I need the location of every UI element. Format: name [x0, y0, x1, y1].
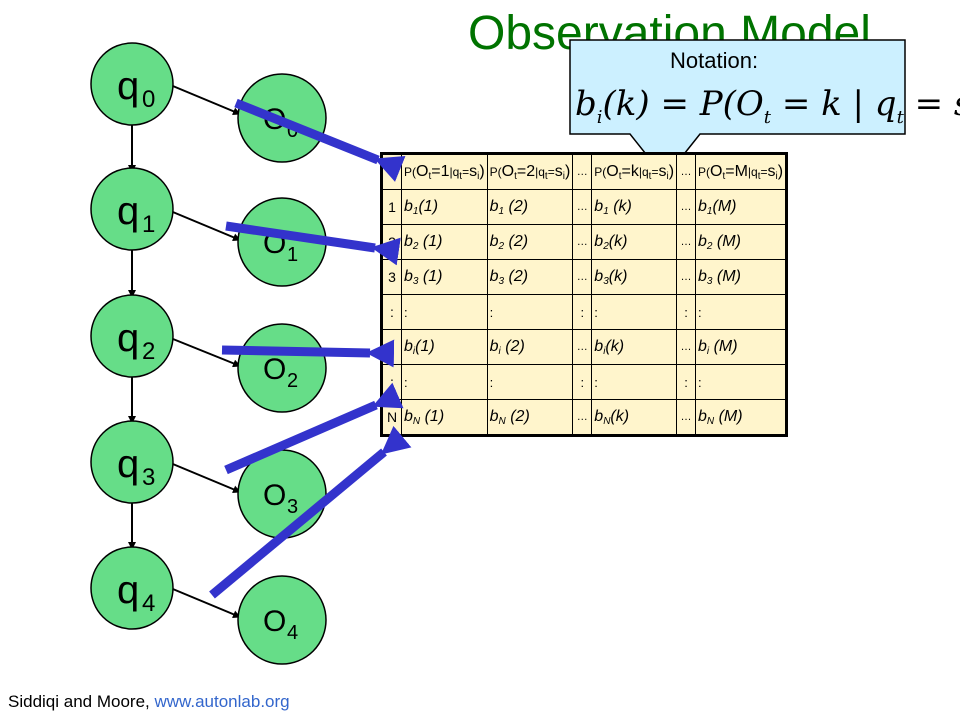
- footer-link[interactable]: www.autonlab.org: [154, 692, 290, 711]
- pointer-arrow-1: [225, 221, 401, 266]
- footer-credit: Siddiqi and Moore, www.autonlab.org: [8, 692, 290, 712]
- svg-text:0: 0: [142, 86, 155, 113]
- svg-text:4: 4: [287, 622, 298, 644]
- observation-node-4: O 4: [237, 575, 327, 665]
- state-nodes: q 0 q 1 q 2 q 3 q 4: [90, 42, 174, 630]
- emission-arrow-0: [167, 83, 241, 115]
- svg-text:4: 4: [142, 590, 155, 617]
- state-node-0: q 0: [90, 42, 174, 126]
- table-row: 2 b2 (1) b2 (2) … b2(k) … b2 (M): [381, 224, 788, 260]
- emission-arrow-1: [167, 209, 241, 241]
- emission-table: i P(Ot=1|qt=si) P(Ot=2|qt=si) … P(Ot=k|q…: [380, 152, 789, 437]
- table-row: : : : : : : :: [381, 294, 788, 330]
- pointer-arrow-4: [209, 425, 412, 599]
- svg-text:2: 2: [142, 338, 155, 365]
- svg-text:q: q: [117, 64, 139, 108]
- header-col-k: P(Ot=k|qt=si): [591, 153, 678, 190]
- svg-text:q: q: [117, 442, 139, 486]
- pointer-arrow-2: [221, 339, 395, 368]
- state-node-2: q 2: [90, 294, 174, 378]
- notation-label: Notation:: [670, 48, 759, 73]
- table-row: 3 b3 (1) b3 (2) … b3(k) … b3 (M): [381, 259, 788, 295]
- state-node-3: q 3: [90, 420, 174, 504]
- svg-text:1: 1: [142, 211, 155, 238]
- emission-arrow-3: [167, 461, 241, 493]
- notation-formula: bi(k) = P(Ot = k | qt = si): [575, 84, 960, 128]
- svg-text:q: q: [117, 568, 139, 612]
- header-col-1: P(Ot=1|qt=si): [401, 153, 488, 190]
- header-col-M: P(Ot=M|qt=si): [695, 153, 788, 190]
- emission-arrows: [167, 83, 241, 618]
- svg-text:O: O: [263, 479, 286, 512]
- svg-text:0: 0: [287, 120, 298, 142]
- observation-node-2: O 2: [237, 323, 327, 413]
- pointer-arrow-0: [234, 98, 406, 182]
- svg-text:O: O: [263, 605, 286, 638]
- svg-text:1: 1: [287, 244, 298, 266]
- table-header-row: i P(Ot=1|qt=si) P(Ot=2|qt=si) … P(Ot=k|q…: [381, 153, 788, 190]
- svg-text:3: 3: [287, 496, 298, 518]
- svg-text:3: 3: [142, 464, 155, 491]
- footer-authors: Siddiqi and Moore,: [8, 692, 155, 711]
- svg-text:q: q: [117, 189, 139, 233]
- state-node-4: q 4: [90, 546, 174, 630]
- emission-arrow-4: [167, 586, 241, 618]
- state-node-1: q 1: [90, 167, 174, 251]
- emission-arrow-2: [167, 336, 241, 368]
- header-col-2: P(Ot=2|qt=si): [486, 153, 574, 190]
- svg-text:O: O: [263, 353, 286, 386]
- svg-text:2: 2: [287, 370, 298, 392]
- svg-text:q: q: [117, 316, 139, 360]
- pointer-arrow-3: [224, 382, 404, 475]
